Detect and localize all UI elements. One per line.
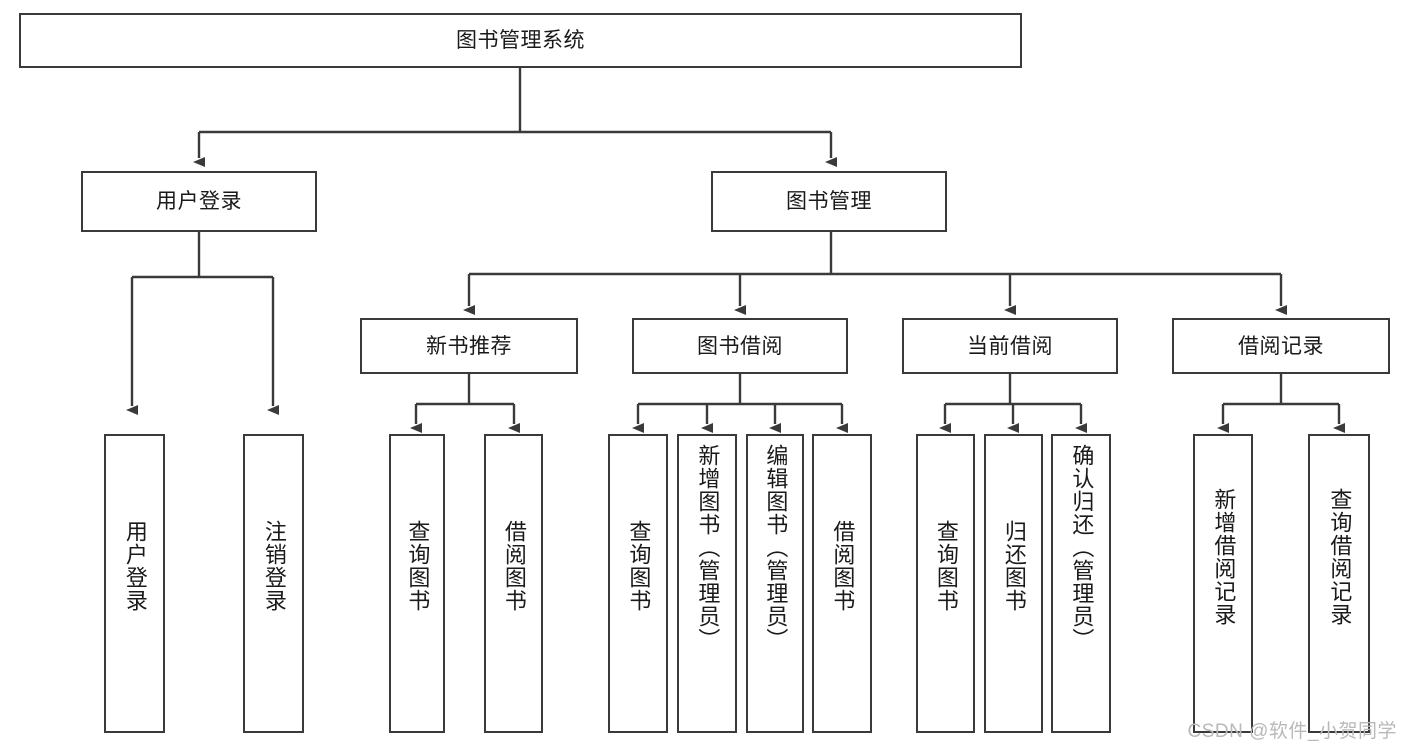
leaf-record-add[interactable]: 新增借阅记录 — [1193, 434, 1253, 733]
leaf-new-book-query[interactable]: 查询图书 — [389, 434, 445, 733]
leaf-new-book-borrow[interactable]: 借阅图书 — [484, 434, 543, 733]
node-borrow-record[interactable]: 借阅记录 — [1172, 318, 1390, 374]
leaf-label: 借阅图书 — [830, 520, 856, 612]
node-user-login-label: 用户登录 — [156, 190, 242, 213]
leaf-label: 新增图书（管理员） — [695, 444, 721, 651]
leaf-label: 确认归还（管理员） — [1069, 444, 1095, 651]
leaf-label: 查询借阅记录 — [1327, 488, 1353, 626]
leaf-borrow-add-book-admin[interactable]: 新增图书（管理员） — [677, 434, 737, 733]
leaf-borrow-borrow-book[interactable]: 借阅图书 — [812, 434, 872, 733]
leaf-label: 查询图书 — [626, 520, 652, 612]
node-current-borrow-label: 当前借阅 — [967, 334, 1053, 358]
node-current-borrow[interactable]: 当前借阅 — [902, 318, 1118, 374]
node-root-label: 图书管理系统 — [456, 29, 585, 52]
node-user-login[interactable]: 用户登录 — [81, 171, 317, 232]
leaf-user-login-signin[interactable]: 用户登录 — [104, 434, 165, 733]
node-root[interactable]: 图书管理系统 — [19, 13, 1022, 68]
leaf-record-query[interactable]: 查询借阅记录 — [1308, 434, 1370, 733]
leaf-label: 归还图书 — [1001, 520, 1027, 612]
csdn-watermark: CSDN @软件_小贺同学 — [1187, 721, 1397, 742]
leaf-current-confirm-return-admin[interactable]: 确认归还（管理员） — [1051, 434, 1111, 733]
node-book-management-label: 图书管理 — [786, 190, 872, 213]
leaf-label: 编辑图书（管理员） — [763, 444, 789, 651]
leaf-label: 查询图书 — [405, 520, 431, 612]
leaf-borrow-edit-book-admin[interactable]: 编辑图书（管理员） — [746, 434, 804, 733]
leaf-label: 注销登录 — [261, 520, 287, 612]
leaf-label: 用户登录 — [122, 520, 148, 612]
node-new-book-recommend-label: 新书推荐 — [426, 334, 512, 358]
leaf-current-query-book[interactable]: 查询图书 — [916, 434, 975, 733]
leaf-label: 借阅图书 — [501, 520, 527, 612]
node-borrow-record-label: 借阅记录 — [1238, 334, 1324, 358]
leaf-borrow-query-book[interactable]: 查询图书 — [608, 434, 668, 733]
leaf-label: 查询图书 — [933, 520, 959, 612]
node-book-management[interactable]: 图书管理 — [711, 171, 947, 232]
node-new-book-recommend[interactable]: 新书推荐 — [360, 318, 578, 374]
leaf-current-return-book[interactable]: 归还图书 — [984, 434, 1043, 733]
node-book-borrow-label: 图书借阅 — [697, 334, 783, 358]
leaf-user-login-signout[interactable]: 注销登录 — [243, 434, 304, 733]
node-book-borrow[interactable]: 图书借阅 — [632, 318, 848, 374]
leaf-label: 新增借阅记录 — [1211, 488, 1237, 626]
